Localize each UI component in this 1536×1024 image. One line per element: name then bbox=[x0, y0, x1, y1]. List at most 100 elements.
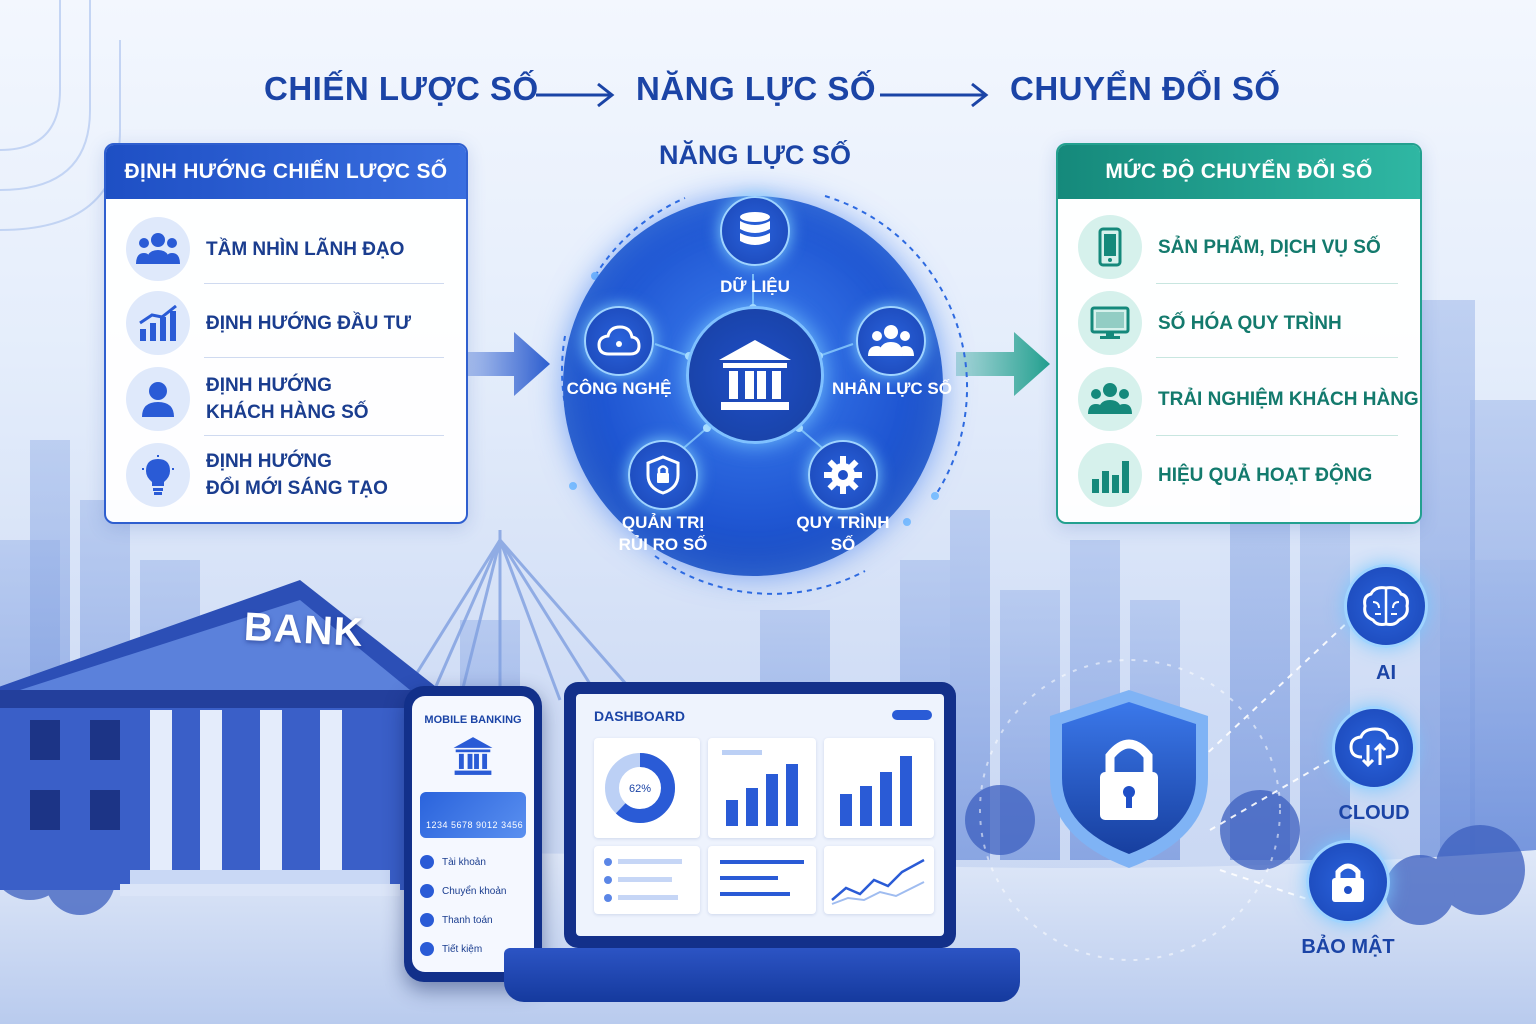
strategy-item-label: KHÁCH HÀNG SỐ bbox=[206, 402, 369, 423]
mobile-banking-phone: MOBILE BANKING 1234 5678 9012 3456 Tài k… bbox=[404, 686, 542, 982]
phone-screen: MOBILE BANKING 1234 5678 9012 3456 Tài k… bbox=[412, 696, 534, 972]
strategy-item-label: ĐỊNH HƯỚNG bbox=[206, 375, 332, 396]
list-lines bbox=[604, 858, 682, 902]
bank-sign: BANK bbox=[242, 604, 365, 656]
flow-step-capability: NĂNG LỰC SỐ bbox=[636, 70, 877, 107]
phone-menu-accounts[interactable]: Tài khoản bbox=[420, 850, 526, 874]
line-chart-card bbox=[824, 846, 934, 914]
node-data-label: DỮ LIỆU bbox=[720, 277, 790, 296]
transformation-item-label: TRẢI NGHIỆM KHÁCH HÀNG bbox=[1158, 388, 1419, 410]
cloud-node bbox=[1332, 706, 1416, 790]
payment-icon bbox=[420, 913, 434, 927]
growth-chart-icon bbox=[126, 291, 190, 355]
dashboard-screen: DASHBOARD 62% bbox=[576, 694, 944, 936]
node-people bbox=[856, 306, 926, 376]
flow-arrow-icon bbox=[956, 332, 1050, 396]
cloud-icon bbox=[597, 325, 641, 356]
line-chart bbox=[831, 858, 925, 905]
phone-menu-savings[interactable]: Tiết kiệm bbox=[420, 937, 526, 961]
strategy-panel: ĐỊNH HƯỚNG CHIẾN LƯỢC SỐ TẦM NHÌN LÃNH Đ… bbox=[104, 143, 468, 524]
phone-menu-payment[interactable]: Thanh toán bbox=[420, 908, 526, 932]
transformation-item-products: SẢN PHẨM, DỊCH VỤ SỐ bbox=[1058, 215, 1420, 279]
monitor-icon bbox=[1078, 291, 1142, 355]
cloud-sync-icon bbox=[1349, 727, 1399, 768]
phone-menu-label: Chuyển khoản bbox=[442, 885, 507, 897]
transformation-item-label: HIỆU QUẢ HOẠT ĐỘNG bbox=[1158, 464, 1373, 486]
strategy-item-label: ĐỊNH HƯỚNG bbox=[206, 451, 332, 472]
phone-menu-label: Tiết kiệm bbox=[442, 943, 483, 955]
brain-icon bbox=[1363, 586, 1409, 626]
arrow-right-icon bbox=[536, 82, 615, 108]
node-data bbox=[720, 196, 790, 266]
phone-app-title: MOBILE BANKING bbox=[424, 714, 522, 726]
donut-value: 62% bbox=[629, 783, 651, 795]
dashboard-title: DASHBOARD bbox=[594, 708, 685, 724]
strategy-panel-title: ĐỊNH HƯỚNG CHIẾN LƯỢC SỐ bbox=[106, 145, 466, 199]
strategy-item-label: TẦM NHÌN LÃNH ĐẠO bbox=[206, 238, 405, 260]
security-node bbox=[1306, 840, 1390, 924]
phone-menu-transfer[interactable]: Chuyển khoản bbox=[420, 879, 526, 903]
strategy-item-innovation: ĐỊNH HƯỚNG ĐỔI MỚI SÁNG TẠO bbox=[106, 443, 466, 507]
progress-lines bbox=[720, 860, 804, 896]
node-people-label: NHÂN LỰC SỐ bbox=[832, 379, 952, 398]
donut-card: 62% bbox=[594, 738, 700, 838]
strategy-item-leadership: TẦM NHÌN LÃNH ĐẠO bbox=[106, 217, 466, 281]
transformation-panel: MỨC ĐỘ CHUYỂN ĐỔI SỐ SẢN PHẨM, DỊCH VỤ S… bbox=[1056, 143, 1422, 524]
transformation-item-label: SỐ HÓA QUY TRÌNH bbox=[1158, 312, 1342, 334]
bar-card-1 bbox=[708, 738, 816, 838]
transformation-item-process: SỐ HÓA QUY TRÌNH bbox=[1058, 291, 1420, 355]
flow-step-strategy: CHIẾN LƯỢC SỐ bbox=[264, 70, 539, 107]
database-icon bbox=[740, 212, 770, 245]
node-technology-label: CÔNG NGHỆ bbox=[566, 379, 672, 398]
gear-icon bbox=[824, 456, 862, 494]
card-number: 1234 5678 9012 3456 bbox=[426, 820, 524, 830]
strategy-item-label: ĐỔI MỚI SÁNG TẠO bbox=[206, 478, 388, 499]
flow-step-transformation: CHUYỂN ĐỔI SỐ bbox=[1010, 70, 1281, 107]
donut-chart: 62% bbox=[605, 753, 675, 823]
account-icon bbox=[420, 855, 434, 869]
bank-icon bbox=[719, 340, 791, 410]
team-icon bbox=[868, 325, 914, 356]
laptop-keyboard-base bbox=[504, 948, 1020, 1002]
progress-card bbox=[708, 846, 816, 914]
security-label: BẢO MẬT bbox=[1301, 936, 1395, 958]
customer-icon bbox=[126, 367, 190, 431]
node-technology bbox=[584, 306, 654, 376]
bank-icon bbox=[453, 737, 493, 775]
strategy-item-investment: ĐỊNH HƯỚNG ĐẦU TƯ bbox=[106, 291, 466, 355]
bank-card[interactable]: 1234 5678 9012 3456 bbox=[420, 792, 526, 838]
arrow-right-icon bbox=[880, 82, 989, 108]
laptop: DASHBOARD 62% bbox=[564, 682, 956, 948]
node-risk-label: QUẢN TRỊ bbox=[621, 513, 705, 532]
bar-card-2 bbox=[824, 738, 934, 838]
bar-chart-icon bbox=[722, 750, 798, 826]
node-risk-label: RỦI RO SỐ bbox=[618, 535, 708, 554]
customers-icon bbox=[1078, 367, 1142, 431]
padlock-icon bbox=[1332, 863, 1364, 902]
lightbulb-icon bbox=[126, 443, 190, 507]
phone-menu-label: Thanh toán bbox=[442, 914, 493, 926]
bank-hub bbox=[686, 306, 824, 444]
strategy-item-label: ĐỊNH HƯỚNG ĐẦU TƯ bbox=[206, 312, 412, 334]
leadership-group-icon bbox=[126, 217, 190, 281]
transformation-panel-title: MỨC ĐỘ CHUYỂN ĐỔI SỐ bbox=[1058, 145, 1420, 199]
node-process-label: QUY TRÌNH bbox=[796, 513, 890, 532]
bank-building bbox=[0, 580, 440, 896]
transformation-item-label: SẢN PHẨM, DỊCH VỤ SỐ bbox=[1158, 236, 1381, 258]
flow-arrow-icon bbox=[466, 332, 550, 396]
bar-chart-icon bbox=[1078, 443, 1142, 507]
dashboard-toggle[interactable] bbox=[892, 710, 932, 720]
transformation-item-experience: TRẢI NGHIỆM KHÁCH HÀNG bbox=[1058, 367, 1420, 431]
cloud-label: CLOUD bbox=[1338, 802, 1410, 824]
node-risk bbox=[628, 440, 698, 510]
shield-lock-icon bbox=[646, 455, 680, 495]
strategy-item-digital-customer: ĐỊNH HƯỚNG KHÁCH HÀNG SỐ bbox=[106, 367, 466, 431]
transformation-item-efficiency: HIỆU QUẢ HOẠT ĐỘNG bbox=[1058, 443, 1420, 507]
node-process-label: SỐ bbox=[830, 535, 856, 554]
list-card bbox=[594, 846, 700, 914]
ai-node bbox=[1344, 564, 1428, 648]
capability-title: NĂNG LỰC SỐ bbox=[659, 140, 851, 170]
smartphone-icon bbox=[1078, 215, 1142, 279]
shield-lock-icon bbox=[1050, 690, 1208, 868]
bar-chart-icon bbox=[840, 756, 912, 826]
